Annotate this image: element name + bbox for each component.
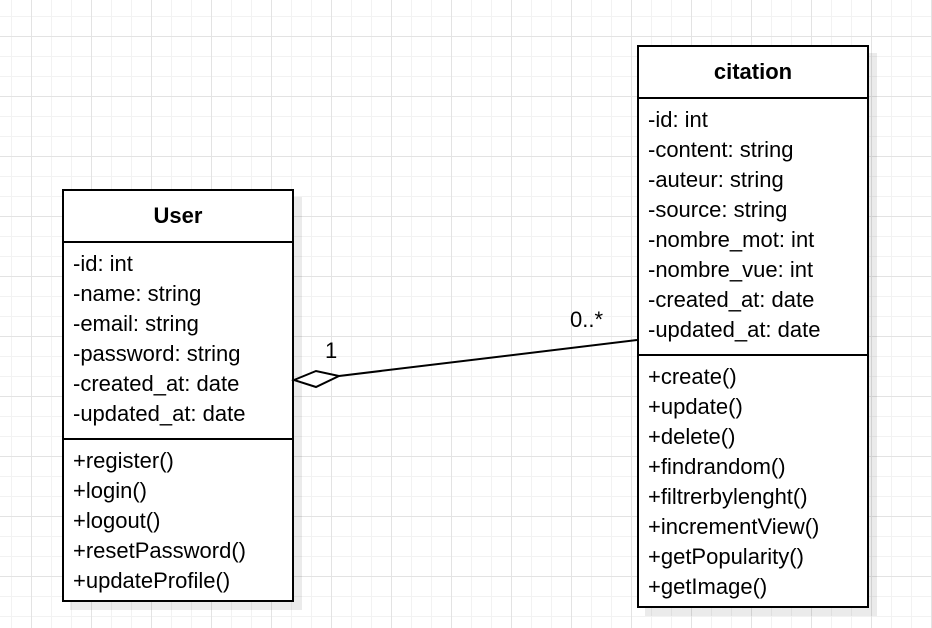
- citation-attribute: -content: string: [648, 137, 794, 162]
- citation-attribute: -updated_at: date: [648, 317, 821, 342]
- citation-attribute: -auteur: string: [648, 167, 784, 192]
- citation-class-box[interactable]: citation -id: int -content: string -aute…: [637, 45, 869, 608]
- citation-method: +incrementView(): [648, 514, 820, 539]
- user-class-name: User: [64, 191, 292, 243]
- citation-class-name: citation: [639, 47, 867, 99]
- user-attribute: -created_at: date: [73, 371, 240, 396]
- user-class-box[interactable]: User -id: int -name: string -email: stri…: [62, 189, 294, 602]
- user-methods: +register() +login() +logout() +resetPas…: [64, 440, 292, 596]
- citation-method: +filtrerbylenght(): [648, 484, 808, 509]
- citation-attribute: -id: int: [648, 107, 708, 132]
- citation-method: +update(): [648, 394, 743, 419]
- citation-attribute: -nombre_mot: int: [648, 227, 815, 252]
- citation-attribute: -created_at: date: [648, 287, 815, 312]
- citation-method: +delete(): [648, 424, 736, 449]
- user-attribute: -password: string: [73, 341, 241, 366]
- citation-method: +create(): [648, 364, 737, 389]
- user-method: +updateProfile(): [73, 568, 231, 593]
- user-multiplicity-label: 1: [325, 338, 338, 363]
- citation-attributes: -id: int -content: string -auteur: strin…: [639, 99, 867, 356]
- user-attributes: -id: int -name: string -email: string -p…: [64, 243, 292, 440]
- user-attribute: -id: int: [73, 251, 133, 276]
- aggregation-diamond-icon: [291, 369, 343, 389]
- user-method: +register(): [73, 448, 174, 473]
- association-line[interactable]: [338, 339, 638, 377]
- user-method: +resetPassword(): [73, 538, 247, 563]
- user-attribute: -updated_at: date: [73, 401, 246, 426]
- citation-method: +getPopularity(): [648, 544, 804, 569]
- user-attribute: -email: string: [73, 311, 199, 336]
- citation-attribute: -nombre_vue: int: [648, 257, 814, 282]
- user-attribute: -name: string: [73, 281, 202, 306]
- user-method: +login(): [73, 478, 147, 503]
- citation-method: +getImage(): [648, 574, 768, 599]
- citation-methods: +create() +update() +delete() +findrando…: [639, 356, 867, 602]
- user-method: +logout(): [73, 508, 161, 533]
- citation-multiplicity-label: 0..*: [570, 307, 604, 332]
- citation-method: +findrandom(): [648, 454, 786, 479]
- citation-attribute: -source: string: [648, 197, 788, 222]
